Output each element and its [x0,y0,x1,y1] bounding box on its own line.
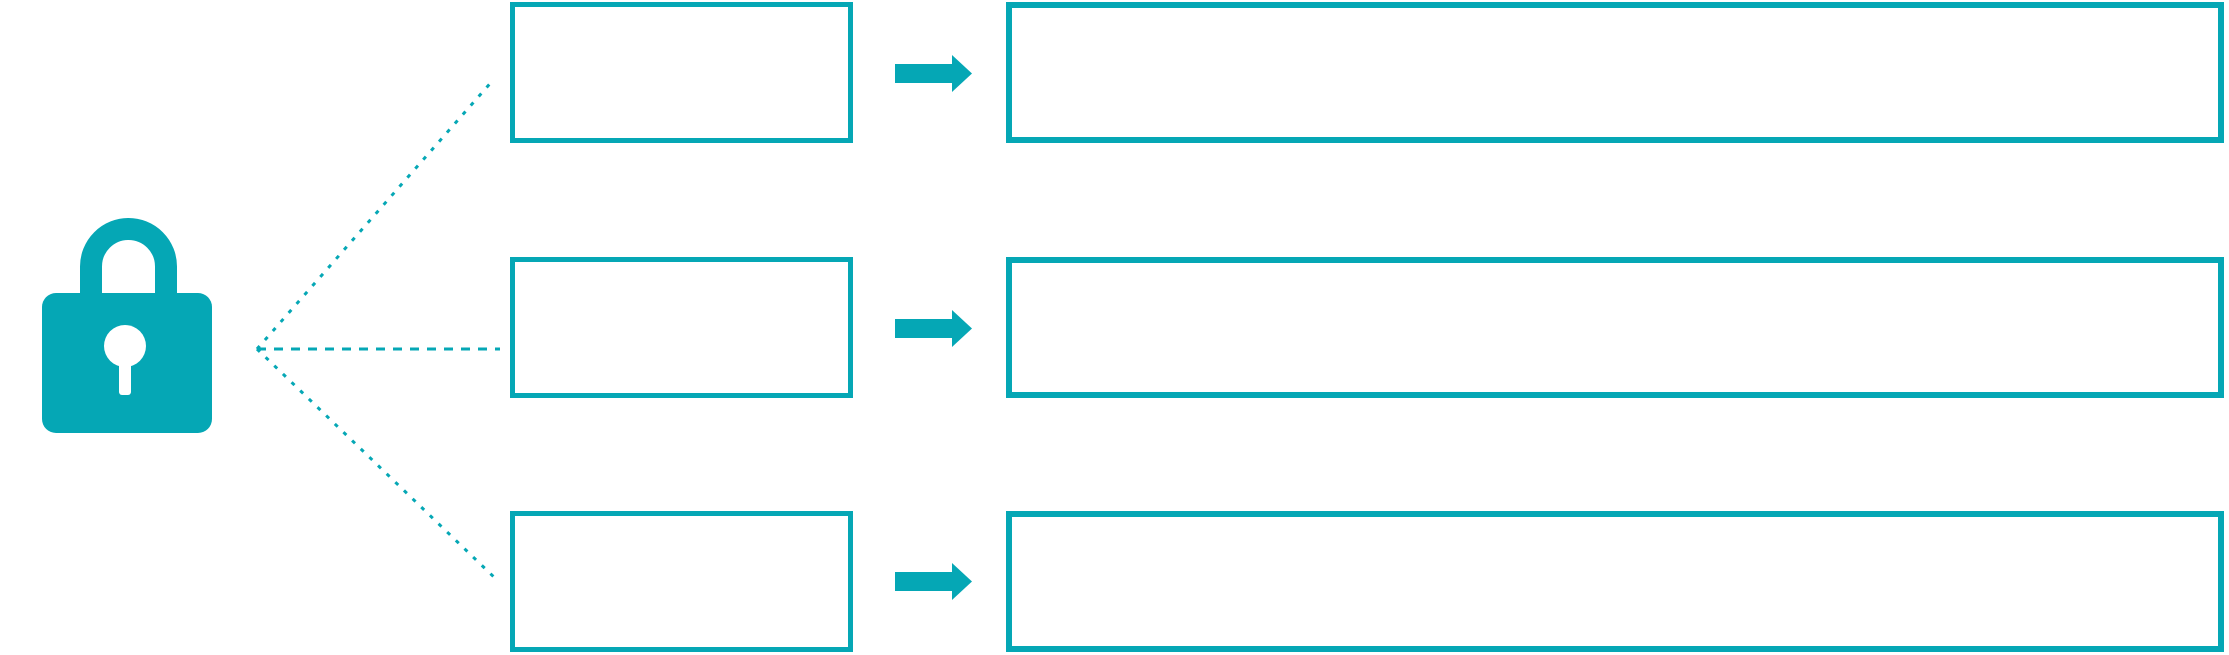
source-box-2 [510,257,853,398]
connector-top [255,78,496,350]
lock-shackle [80,218,177,301]
connector-bottom [255,347,499,582]
lock-icon [42,218,212,433]
keyhole-circle [104,325,146,367]
keyhole-stem [119,361,131,395]
source-box-1 [510,2,853,143]
right-arrow-icon-3 [895,563,972,600]
target-box-1 [1006,2,2224,143]
right-arrow-icon-2 [895,310,972,347]
target-box-2 [1006,257,2224,398]
source-box-3 [510,511,853,652]
target-box-3 [1006,511,2224,652]
right-arrow-icon-1 [895,55,972,92]
